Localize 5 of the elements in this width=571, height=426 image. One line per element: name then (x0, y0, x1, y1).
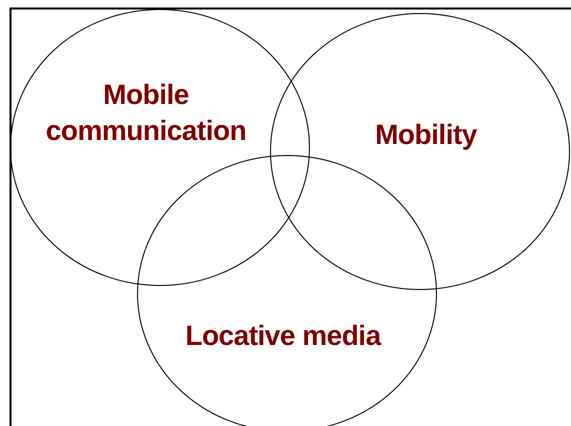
venn-label: Locative media (184, 319, 382, 353)
ellipse-shape (10, 9, 310, 286)
venn-label: Mobile communication (44, 78, 248, 148)
ellipse-shape (270, 13, 570, 290)
venn-label: Mobility (374, 118, 478, 152)
